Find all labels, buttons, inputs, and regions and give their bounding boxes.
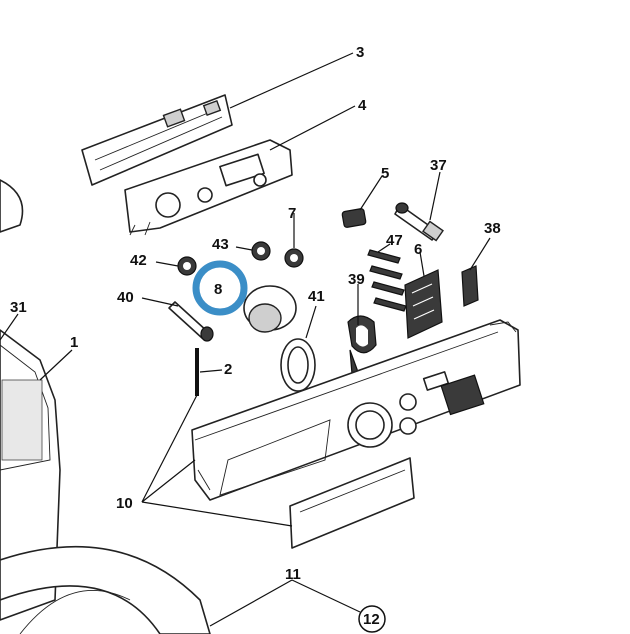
cabinet-left	[0, 179, 211, 634]
label-6: 6	[414, 241, 422, 258]
highlight-callout-8[interactable]: 8	[192, 260, 248, 316]
label-39: 39	[348, 271, 365, 288]
part-5-switch[interactable]	[341, 208, 367, 228]
part-2-rod[interactable]	[195, 348, 199, 396]
part-10-drawer-handle[interactable]	[289, 457, 415, 549]
part-42-knob[interactable]	[177, 256, 197, 276]
label-12: 12	[363, 611, 380, 628]
part-7-knob[interactable]	[284, 248, 304, 268]
part-8-selector-knob[interactable]	[243, 285, 297, 333]
part-40-rod[interactable]	[168, 301, 214, 342]
label-37: 37	[430, 157, 447, 174]
label-7: 7	[288, 205, 296, 222]
label-4: 4	[358, 97, 367, 114]
label-47: 47	[386, 232, 403, 249]
part-38-connector[interactable]	[461, 265, 479, 307]
part-41-ring[interactable]	[280, 338, 316, 392]
part-6-button-block[interactable]	[404, 269, 443, 339]
label-1: 1	[70, 334, 78, 351]
callout-labels: 3 4 5 37 7 43 42 47 6 38 40 41 39 31 1 2…	[10, 44, 501, 583]
label-11: 11	[285, 566, 301, 583]
label-42: 42	[130, 252, 147, 269]
label-3: 3	[356, 44, 364, 61]
label-8: 8	[214, 281, 222, 298]
callout-12-circle: 12	[358, 605, 386, 633]
label-38: 38	[484, 220, 501, 237]
part-47-springs[interactable]	[367, 249, 407, 312]
label-5: 5	[381, 165, 389, 182]
label-43: 43	[212, 236, 229, 253]
part-4-control-housing[interactable]	[124, 139, 293, 236]
part-43-knob[interactable]	[251, 241, 271, 261]
label-10: 10	[116, 495, 133, 512]
label-41: 41	[308, 288, 325, 305]
label-31: 31	[10, 299, 27, 316]
part-37-rod[interactable]	[394, 202, 444, 242]
part-3-control-board[interactable]	[81, 94, 233, 186]
label-40: 40	[117, 289, 134, 306]
part-10-control-panel[interactable]	[191, 319, 521, 501]
leader-lines	[0, 52, 491, 627]
part-39-clip[interactable]	[347, 315, 377, 375]
label-2: 2	[224, 361, 232, 378]
